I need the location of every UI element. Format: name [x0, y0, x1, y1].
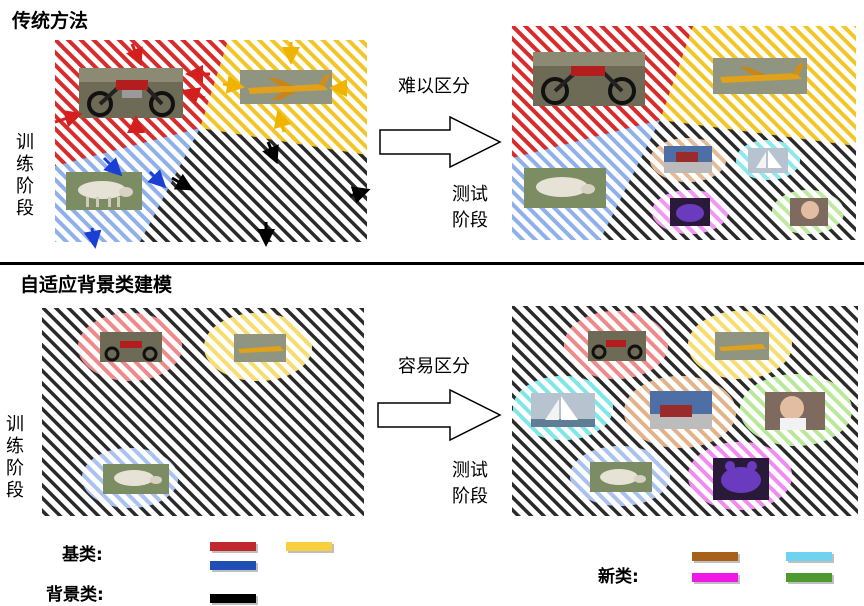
legend-background-label: 背景类:: [46, 580, 104, 605]
sheep-image: [524, 168, 606, 208]
airplane-image: [234, 334, 286, 362]
hard-to-distinguish-label: 难以区分: [398, 72, 470, 98]
legend-novel-color-bar: [692, 552, 738, 561]
test-line: 阶段: [452, 484, 488, 510]
motorcycle-image: [533, 52, 645, 106]
bottom-train-panel: [42, 308, 364, 516]
novel-cluster-cyan: [736, 140, 800, 180]
legend-base-color-bar: [210, 561, 256, 570]
sheep-image: [590, 462, 652, 492]
legend-background-color-bar: [210, 594, 256, 603]
hollow-arrow-bottom: [378, 390, 500, 440]
airplane-image: [713, 58, 807, 94]
legend-base-label: 基类:: [62, 540, 103, 565]
legend-novel-color-bar: [692, 573, 738, 582]
train-stage-label-bottom: 训 练 阶 段: [4, 414, 26, 502]
motorcycle-image: [100, 332, 162, 362]
easy-to-distinguish-label: 容易区分: [398, 352, 470, 378]
legend-base-color-bar: [210, 542, 256, 551]
child-image: [765, 392, 825, 430]
purple-creature-image: [713, 458, 769, 500]
novel-cluster-brown: [650, 138, 726, 182]
novel-cluster-green: [772, 190, 844, 234]
sailboat-image: [531, 393, 595, 427]
motorcycle-image: [79, 68, 183, 118]
legend-novel-label: 新类:: [598, 562, 639, 587]
sheep-image: [103, 464, 169, 494]
legend-base-color-bar: [286, 542, 332, 551]
test-line: 阶段: [452, 208, 488, 234]
train-char: 练: [4, 436, 26, 458]
test-stage-label-bottom: 测试 阶段: [452, 458, 488, 510]
test-stage-label-top: 测试 阶段: [452, 182, 488, 234]
legend-novel-color-bar: [786, 552, 832, 561]
airplane-image: [240, 70, 332, 104]
hollow-arrow-top: [380, 117, 500, 167]
adaptive-background-title: 自适应背景类建模: [20, 270, 172, 297]
test-line: 测试: [452, 458, 488, 484]
car-scene-image: [650, 391, 712, 429]
train-char: 段: [4, 480, 26, 502]
train-char: 训: [4, 414, 26, 436]
section-divider: [0, 262, 864, 265]
train-char: 阶: [4, 458, 26, 480]
novel-cluster-magenta: [652, 190, 728, 234]
legend-novel-color-bar: [786, 573, 832, 582]
airplane-image: [715, 332, 769, 360]
test-line: 测试: [452, 182, 488, 208]
motorcycle-image: [588, 331, 646, 361]
sheep-image: [66, 172, 142, 210]
